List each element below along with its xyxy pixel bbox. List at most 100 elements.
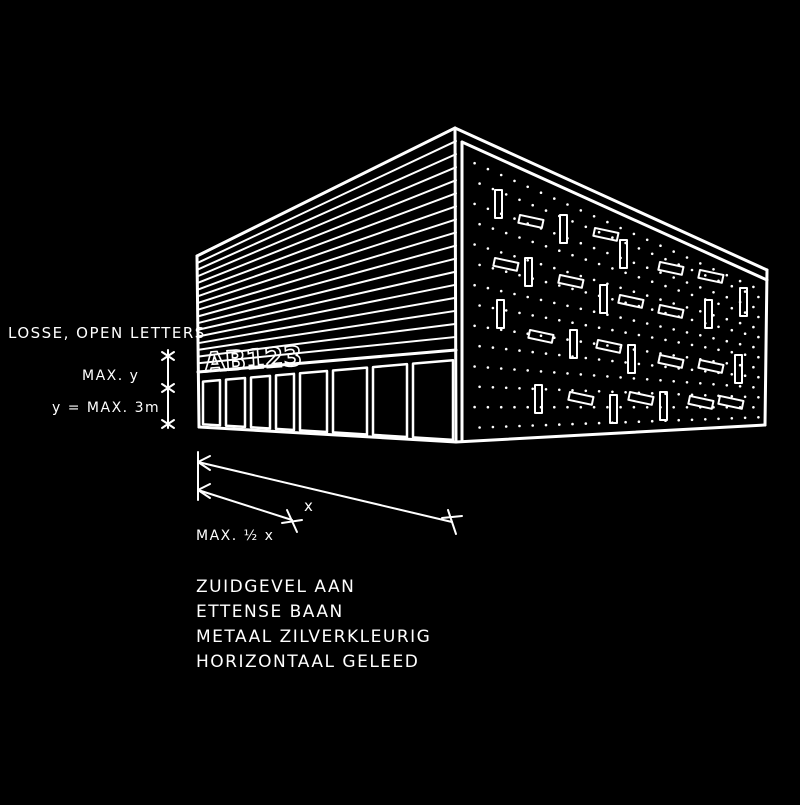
panel-dot bbox=[672, 302, 675, 305]
panel-dot bbox=[531, 203, 534, 207]
panel-dot bbox=[597, 390, 601, 393]
panel-dot bbox=[752, 325, 755, 329]
panel-dot bbox=[566, 338, 569, 341]
panel-dot bbox=[539, 334, 543, 338]
panel-dot bbox=[632, 405, 636, 409]
window-slot bbox=[627, 344, 636, 374]
cladding-line bbox=[197, 322, 457, 358]
panel-dot bbox=[645, 406, 649, 409]
panel-dot bbox=[513, 254, 516, 258]
panel-dot bbox=[504, 309, 508, 312]
panel-dot bbox=[690, 293, 694, 297]
panel-dot bbox=[531, 350, 534, 354]
panel-dot bbox=[473, 324, 476, 328]
panel-dot bbox=[752, 406, 755, 409]
panel-dot bbox=[699, 334, 702, 337]
panel-dot bbox=[730, 350, 734, 354]
panel-dot bbox=[738, 363, 742, 367]
panel-dot bbox=[606, 375, 609, 378]
panel-dot bbox=[597, 358, 601, 361]
panel-dot bbox=[513, 292, 516, 296]
panel-dot bbox=[478, 304, 481, 307]
horizontal-cladding-lines bbox=[197, 140, 457, 365]
panel-dot bbox=[624, 391, 627, 394]
panel-dot bbox=[584, 389, 588, 393]
panel-dot bbox=[645, 350, 649, 353]
window-slot bbox=[717, 395, 745, 410]
panel-dot bbox=[571, 287, 574, 291]
panel-dot bbox=[757, 315, 760, 319]
panel-dot bbox=[584, 323, 588, 327]
panel-dot bbox=[592, 215, 596, 218]
panel-dot bbox=[478, 222, 481, 226]
window-slot bbox=[559, 214, 568, 244]
panel-dot bbox=[597, 421, 601, 425]
note-line-4: HORIZONTAAL GELEED bbox=[196, 652, 419, 672]
panel-dot bbox=[504, 425, 508, 428]
panel-dot bbox=[743, 290, 747, 293]
panel-dot bbox=[597, 326, 601, 330]
panel-dot bbox=[743, 395, 747, 399]
window-slot bbox=[557, 274, 585, 289]
cladding-line bbox=[197, 296, 457, 345]
panel-dot bbox=[743, 374, 747, 378]
panel-dot bbox=[553, 405, 556, 409]
panel-dot bbox=[752, 345, 755, 349]
panel-dot bbox=[730, 306, 734, 310]
panel-dot bbox=[699, 286, 702, 289]
panel-dot bbox=[486, 405, 490, 409]
window-slot bbox=[517, 214, 545, 229]
cladding-line bbox=[197, 166, 457, 278]
panel-dot bbox=[539, 298, 543, 302]
label-max-y: MAX. y bbox=[82, 368, 139, 384]
window-slot bbox=[524, 257, 533, 287]
panel-dot bbox=[499, 173, 503, 177]
panel-dot bbox=[499, 289, 503, 293]
panel-dot bbox=[544, 388, 548, 391]
panel-dot bbox=[592, 405, 596, 409]
panel-dot bbox=[473, 243, 476, 246]
panel-dot bbox=[752, 386, 755, 389]
panel-dot bbox=[725, 273, 729, 277]
panel-dot bbox=[712, 383, 715, 386]
panel-dot bbox=[690, 268, 694, 272]
panel-dot bbox=[531, 424, 534, 427]
panel-dot bbox=[730, 373, 734, 376]
panel-dot bbox=[685, 356, 689, 359]
panel-dot bbox=[579, 274, 583, 278]
panel-dot bbox=[597, 262, 601, 266]
panel-dot bbox=[518, 311, 521, 315]
cladding-line bbox=[197, 153, 457, 271]
cladding-line bbox=[197, 192, 457, 291]
panel-dot bbox=[725, 384, 729, 387]
panel-dot bbox=[704, 274, 707, 277]
panel-dot bbox=[544, 209, 548, 212]
panel-dot bbox=[473, 283, 476, 287]
window-slot bbox=[609, 394, 618, 424]
panel-dot bbox=[579, 241, 583, 245]
panel-dot bbox=[619, 286, 622, 290]
panel-dot bbox=[566, 270, 569, 274]
panel-dot bbox=[611, 267, 614, 270]
panel-dot bbox=[730, 328, 734, 332]
panel-dot bbox=[717, 348, 720, 352]
cladding-line bbox=[197, 205, 457, 298]
panel-dot bbox=[553, 197, 556, 200]
panel-dot bbox=[513, 405, 516, 409]
panel-dot bbox=[704, 370, 707, 373]
panel-dot bbox=[566, 304, 569, 308]
panel-dot bbox=[491, 425, 495, 429]
panel-dot bbox=[558, 319, 561, 322]
panel-dot bbox=[544, 352, 548, 355]
panel-dot bbox=[571, 220, 574, 223]
width-dimension-lines bbox=[197, 451, 463, 535]
panel-dot bbox=[606, 220, 609, 224]
panel-dot bbox=[579, 340, 583, 343]
panel-dot bbox=[499, 405, 503, 409]
panel-dot bbox=[672, 406, 675, 409]
panel-dot bbox=[584, 422, 588, 425]
window-slot bbox=[592, 227, 620, 242]
storefront-window bbox=[371, 362, 409, 439]
